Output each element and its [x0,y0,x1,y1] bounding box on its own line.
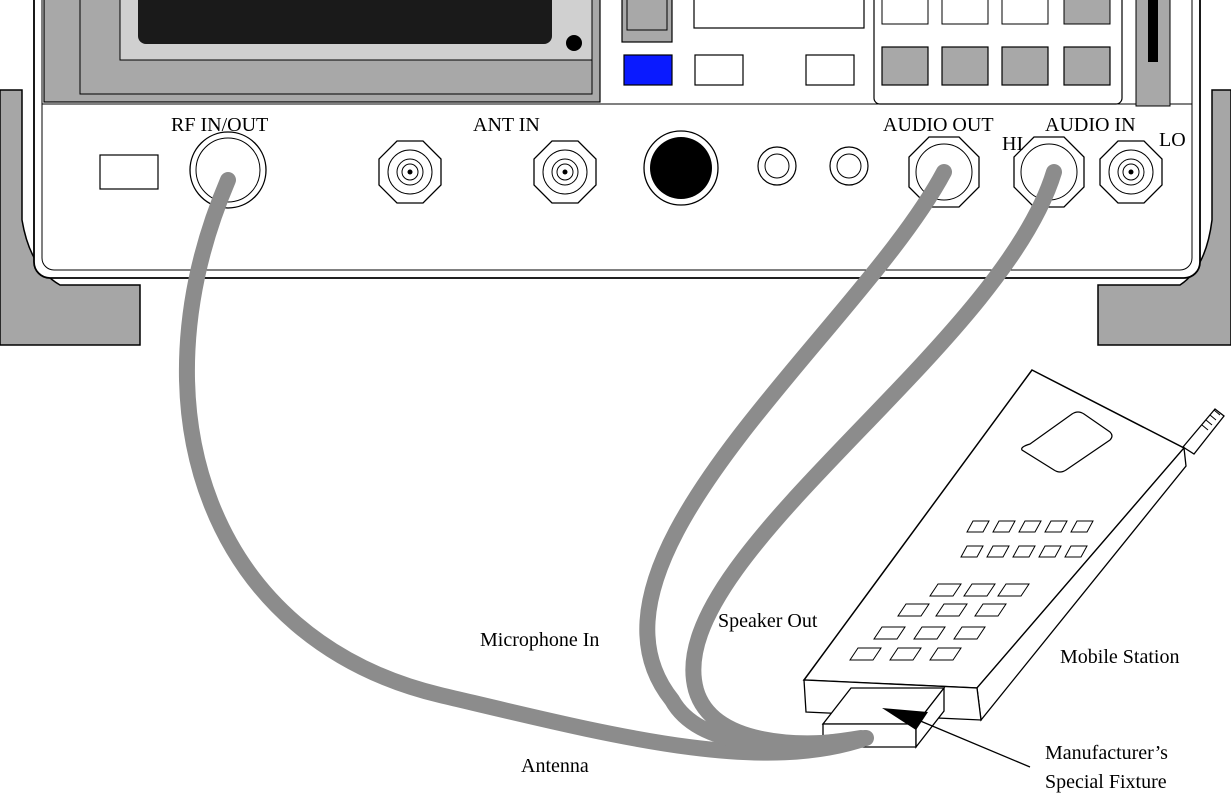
mobile-station [802,369,1225,722]
ant-in-connector[interactable] [533,140,597,204]
label-fixture-line1: Manufacturer’s [1045,742,1168,764]
key[interactable] [805,54,855,86]
key[interactable] [694,54,744,86]
cables [178,164,1062,761]
arrowhead-icon [882,708,928,730]
display-area [43,0,601,103]
label-mobile-station: Mobile Station [1060,646,1179,668]
label-plate [99,154,159,190]
key[interactable] [1063,46,1111,86]
label-speaker-out: Speaker Out [718,610,818,632]
label-rf-in-out: RF IN/OUT [171,114,268,136]
label-ant-in: ANT IN [473,114,540,136]
key[interactable] [941,46,989,86]
rf-in-out-connector[interactable] [189,131,267,209]
label-audio-out: AUDIO OUT [883,114,994,136]
label-antenna: Antenna [521,755,589,777]
display-knob [566,35,582,51]
key[interactable] [881,46,929,86]
blue-key[interactable] [623,54,673,86]
label-audio-in: AUDIO IN [1045,114,1136,136]
label-microphone-in: Microphone In [480,629,599,651]
label-fixture-line2: Special Fixture [1045,771,1167,793]
speaker-cable [685,164,1062,752]
fixture-pointer [882,708,1031,768]
audio-in-lo-connector[interactable] [1099,140,1163,204]
antenna-cable [178,172,874,761]
bnc-connector[interactable] [378,140,442,204]
labels: RF IN/OUT ANT IN AUDIO OUT AUDIO IN HI L… [171,114,1186,793]
black-jack[interactable] [643,130,719,206]
keypad-area [621,0,1171,107]
label-hi: HI [1002,133,1023,155]
label-lo: LO [1159,129,1186,151]
small-jack[interactable] [829,146,869,186]
small-jack[interactable] [757,146,797,186]
display-screen [138,0,552,44]
key[interactable] [1001,46,1049,86]
